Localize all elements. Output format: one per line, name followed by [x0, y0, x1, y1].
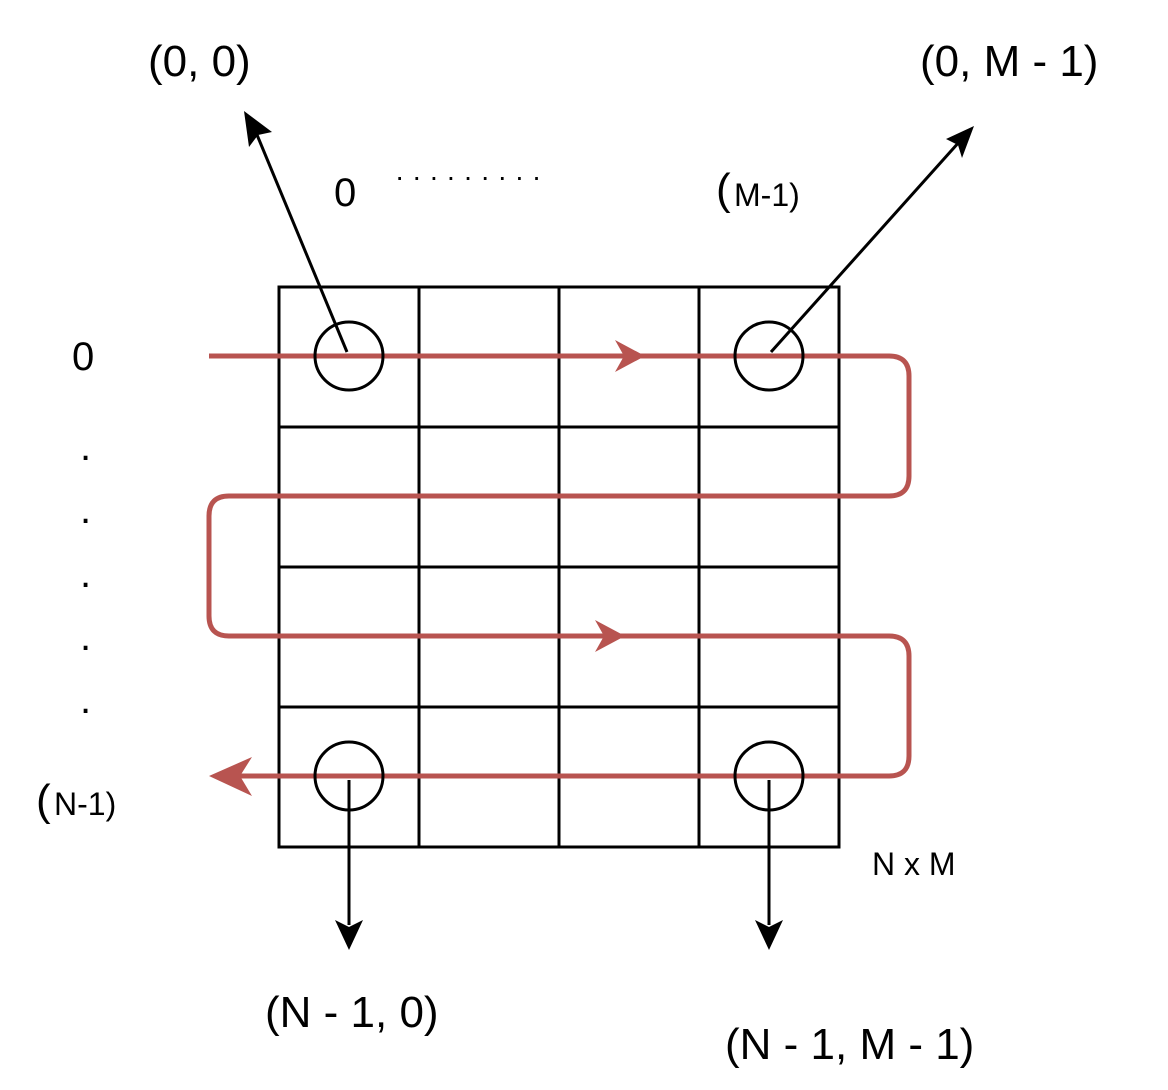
pointer-arrow-top-right — [769, 139, 962, 354]
grid-size-label: N x M — [872, 846, 956, 882]
row-index-end: N-1) — [54, 786, 116, 822]
pointer-arrow-top-left — [253, 129, 349, 353]
row-index-dot: . — [80, 552, 91, 596]
label-top-left: (0, 0) — [148, 37, 251, 86]
arrowhead-bottom-left — [335, 920, 363, 950]
arrowhead-top-left — [244, 111, 272, 147]
traversal-path — [206, 353, 912, 779]
row-index-end-paren: ( — [36, 776, 51, 825]
row-index-start: 0 — [72, 335, 94, 379]
snake-path-line — [206, 353, 912, 779]
arrowhead-top-right — [946, 126, 974, 158]
column-index-end-paren: ( — [716, 165, 731, 214]
grid — [277, 285, 841, 849]
path-arrowhead-right — [595, 620, 625, 652]
corner-circle-top-left — [313, 320, 385, 392]
path-arrowhead-right — [615, 340, 645, 372]
label-bottom-right: (N - 1, M - 1) — [725, 1020, 974, 1069]
row-index-dot: . — [80, 425, 91, 469]
row-index-dot: . — [80, 678, 91, 722]
arrowhead-bottom-right — [755, 920, 783, 950]
label-bottom-left: (N - 1, 0) — [265, 988, 439, 1037]
corner-circle-top-right — [733, 320, 805, 392]
column-index-start: 0 — [334, 171, 356, 215]
path-arrowhead-left — [209, 757, 252, 796]
row-index-dot: . — [80, 615, 91, 659]
column-index-dots: · · · · · · · · · — [395, 161, 541, 192]
column-index-end: M-1) — [734, 177, 800, 213]
row-index-dot: . — [80, 488, 91, 532]
label-top-right: (0, M - 1) — [920, 37, 1098, 86]
